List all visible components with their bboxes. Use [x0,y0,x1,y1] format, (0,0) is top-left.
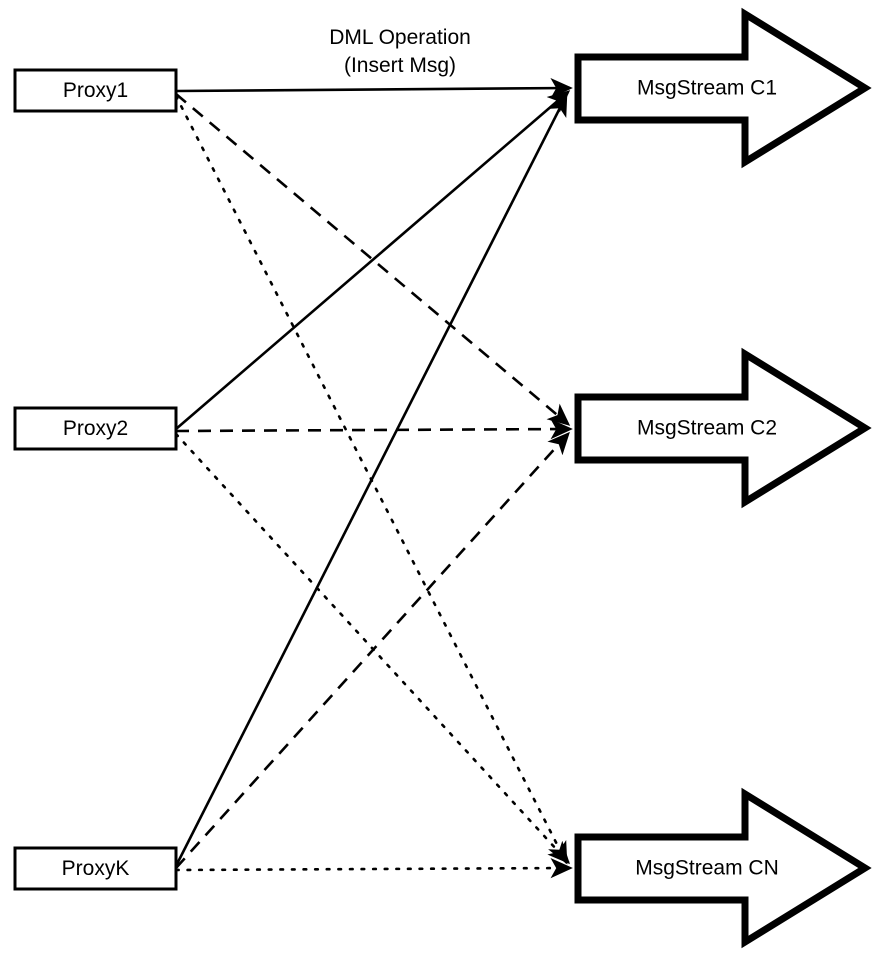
node-proxyk-label: ProxyK [62,857,130,880]
node-proxy1[interactable]: Proxy1 [13,68,178,113]
node-proxy2-rect[interactable] [13,406,178,451]
node-proxy1-label: Proxy1 [63,79,128,102]
node-stream_c2-label: MsgStream C2 [637,417,777,440]
edge-proxyk-to-stream_c2 [175,431,570,869]
node-stream_c1-label: MsgStream C1 [637,77,777,100]
edge-label-line2: (Insert Msg) [344,54,456,77]
edge-proxy1-to-stream_c1 [175,78,573,99]
node-proxy1-rect[interactable] [13,68,178,113]
node-stream_c2-shape[interactable] [574,347,872,509]
edge-proxy2-to-stream_c2 [175,418,573,440]
node-stream_cn-label: MsgStream CN [635,857,779,880]
node-proxy2[interactable]: Proxy2 [13,406,178,451]
edge-proxy2-to-stream_c1 [175,90,571,430]
streams-layer: MsgStream C1 MsgStream C2 MsgStream CN [574,7,872,949]
edge-proxyk-to-stream_c1 [174,93,568,867]
edge-proxy1-to-stream_c2 [175,93,571,426]
node-proxyk[interactable]: ProxyK [13,846,178,891]
node-stream_c2[interactable]: MsgStream C2 [574,347,872,509]
edges-layer [174,78,573,879]
node-stream_c1-shape[interactable] [574,7,872,169]
node-stream_c1[interactable]: MsgStream C1 [574,7,872,169]
node-proxy2-label: Proxy2 [63,417,128,440]
edge-label-line1: DML Operation [329,26,471,49]
edge-proxy2-to-stream_cn [174,432,570,865]
node-stream_cn[interactable]: MsgStream CN [574,787,872,949]
node-stream_cn-shape[interactable] [574,787,872,949]
node-proxyk-rect[interactable] [13,846,178,891]
edge-label-dml-operation: DML Operation (Insert Msg) [329,26,471,77]
edge-proxyk-to-stream_cn [174,857,573,879]
